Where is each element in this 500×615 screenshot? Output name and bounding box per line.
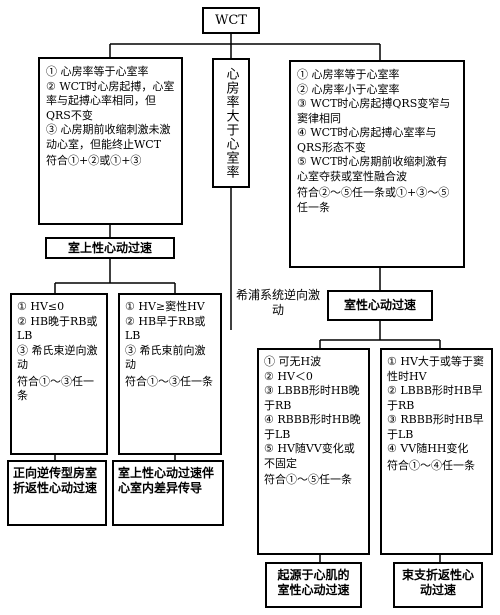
right-criterion-3: ③ WCT时心房起搏QRS变窄与窦律相同: [297, 97, 451, 125]
right-criterion-4: ④ WCT时心房起搏心室率与QRS形态不变: [297, 126, 437, 154]
svt-aberrancy-criteria-list: ① HV≥窦性HV ② HB早于RB或LB ③ 希氏束前向激动: [125, 300, 216, 373]
result-bundle-branch-reentry-text: 束支折返性心动过速: [401, 568, 474, 597]
left-criterion-2: ② WCT时心房起搏，心室率与起搏心率相同，但QRS不变: [46, 79, 175, 122]
left-criterion-3: ③ 心房期前收缩刺激未激动心室，但能终止WCT: [46, 123, 171, 151]
left-criteria-conclusion: 符合①+②或①+③: [46, 154, 142, 167]
avrt-criterion-3: ③ 希氏束逆向激动: [17, 343, 98, 372]
avrt-criterion-2: ② HB晚于RB或LB: [17, 314, 98, 343]
his-purkinje-retrograde-label: 希浦系统逆向激动: [236, 282, 320, 324]
myocardial-vt-criterion-4: ④ RBBB形时HB晚于LB: [264, 413, 361, 441]
left-criteria-list: ① 心房率等于心室率 ② WCT时心房起搏，心室率与起搏心率相同，但QRS不变 …: [46, 65, 176, 152]
bbr-criterion-2: ② LBBB形时HB早于RB: [387, 384, 483, 412]
bbr-criterion-4: ④ VV随HH变化: [387, 442, 469, 455]
myocardial-vt-criteria-box: ① 可无H波 ② HV＜0 ③ LBBB形时HB晚于RB ④ RBBB形时HB晚…: [257, 348, 370, 555]
avrt-criteria-list: ① HV≤0 ② HB晚于RB或LB ③ 希氏束逆向激动: [17, 300, 102, 373]
vt-node: 室性心动过速: [327, 290, 433, 321]
bbr-criterion-1: ① HV大于或等于窦性时HV: [387, 355, 484, 383]
myocardial-vt-criteria-list: ① 可无H波 ② HV＜0 ③ LBBB形时HB晚于RB ④ RBBB形时HB晚…: [264, 355, 364, 471]
bundle-branch-reentry-criteria-box: ① HV大于或等于窦性时HV ② LBBB形时HB早于RB ③ RBBB形时HB…: [380, 348, 493, 555]
wct-root-node: WCT: [202, 7, 260, 34]
myocardial-vt-criterion-3: ③ LBBB形时HB晚于RB: [264, 384, 360, 412]
result-svt-aberrancy-text: 室上性心动过速伴心室内差异传导: [118, 466, 215, 495]
result-myocardial-vt: 起源于心肌的室性心动过速: [265, 562, 362, 608]
atrial-rate-greater-label: 心房率大于心室率: [223, 67, 239, 179]
svt-aberrancy-criteria-box: ① HV≥窦性HV ② HB早于RB或LB ③ 希氏束前向激动 符合①～③任一条: [118, 293, 222, 455]
wct-root-label: WCT: [215, 13, 247, 28]
right-criteria-list: ① 心房率等于心室率 ② 心房率小于心室率 ③ WCT时心房起搏QRS变窄与窦律…: [297, 68, 458, 184]
result-myocardial-vt-text: 起源于心肌的室性心动过速: [277, 568, 350, 597]
vt-label: 室性心动过速: [343, 298, 416, 312]
myocardial-vt-criterion-5: ⑤ HV随VV变化或不固定: [264, 442, 355, 470]
result-orthodromic-avrt-text: 正向逆传型房室折返性心动过速: [13, 466, 98, 495]
right-criterion-5: ⑤ WCT时心房期前收缩刺激有心室夺获或室性融合波: [297, 155, 448, 183]
bbr-criterion-3: ③ RBBB形时HB早于LB: [387, 413, 484, 441]
right-criterion-2: ② 心房率小于心室率: [297, 82, 400, 96]
right-criteria-box: ① 心房率等于心室率 ② 心房率小于心室率 ③ WCT时心房起搏QRS变窄与窦律…: [289, 60, 465, 268]
svt-node: 室上性心动过速: [45, 237, 175, 259]
his-purkinje-text: 希浦系统逆向激动: [236, 288, 321, 317]
svt-aberrancy-criteria-conclusion: 符合①～③任一条: [125, 374, 213, 388]
right-criteria-conclusion: 符合②～⑤任一条或①+③～⑤任一条: [297, 186, 450, 214]
left-criterion-1: ① 心房率等于心室率: [46, 65, 149, 78]
svt-aberrancy-criterion-3: ③ 希氏束前向激动: [125, 343, 206, 372]
svt-aberrancy-criterion-1: ① HV≥窦性HV: [125, 300, 205, 313]
bundle-branch-reentry-criteria-list: ① HV大于或等于窦性时HV ② LBBB形时HB早于RB ③ RBBB形时HB…: [387, 355, 487, 457]
svt-label: 室上性心动过速: [67, 240, 152, 255]
result-svt-aberrancy: 室上性心动过速伴心室内差异传导: [112, 460, 224, 526]
myocardial-vt-criteria-conclusion: 符合①～⑤任一条: [264, 473, 352, 486]
left-criteria-box: ① 心房率等于心室率 ② WCT时心房起搏，心室率与起搏心率相同，但QRS不变 …: [38, 57, 183, 225]
svt-aberrancy-criterion-2: ② HB早于RB或LB: [125, 314, 206, 343]
result-orthodromic-avrt: 正向逆传型房室折返性心动过速: [7, 460, 107, 526]
atrial-rate-greater-node: 心房率大于心室率: [212, 58, 250, 188]
avrt-criterion-1: ① HV≤0: [17, 300, 65, 313]
avrt-criteria-conclusion: 符合①～③任一条: [17, 374, 94, 403]
result-bundle-branch-reentry: 束支折返性心动过速: [393, 562, 483, 608]
myocardial-vt-criterion-2: ② HV＜0: [264, 369, 313, 383]
bbr-criteria-conclusion: 符合①～④任一条: [387, 458, 475, 472]
avrt-criteria-box: ① HV≤0 ② HB晚于RB或LB ③ 希氏束逆向激动 符合①～③任一条: [10, 293, 108, 455]
myocardial-vt-criterion-1: ① 可无H波: [264, 355, 322, 368]
right-criterion-1: ① 心房率等于心室率: [297, 68, 400, 81]
